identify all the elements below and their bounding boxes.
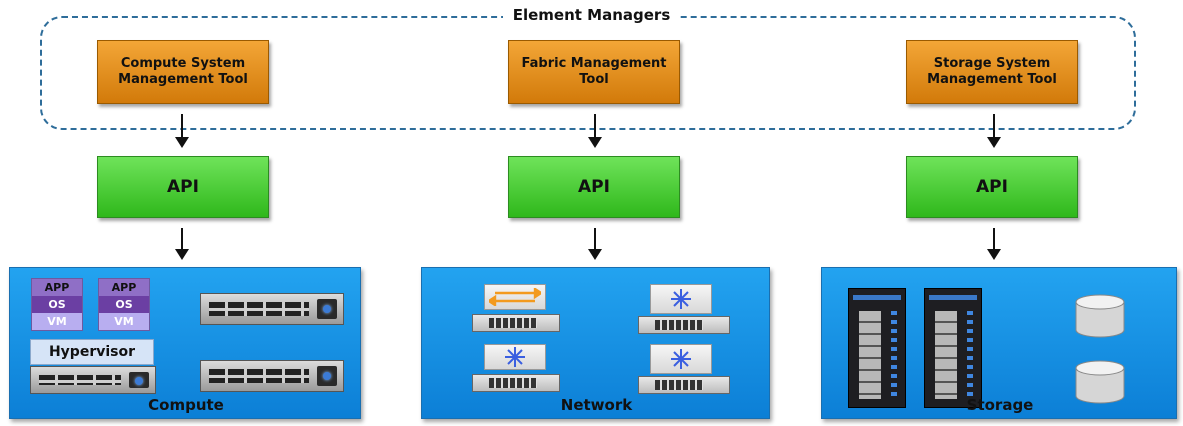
compute-management-tool: Compute System Management Tool — [97, 40, 269, 104]
network-panel: Network — [421, 267, 770, 419]
storage-array-icon — [924, 288, 982, 408]
network-switch-icon — [638, 376, 730, 394]
down-arrow-icon — [588, 228, 602, 260]
storage-management-tool: Storage System Management Tool — [906, 40, 1078, 104]
down-arrow-icon — [175, 114, 189, 148]
storage-array-icon — [848, 288, 906, 408]
network-switch-icon — [484, 284, 546, 310]
server-icon — [200, 360, 344, 392]
network-switch-icon — [472, 374, 560, 392]
compute-panel: APP OS VM APP OS VM Hypervisor Compute — [9, 267, 361, 419]
router-switch-icon — [484, 344, 546, 370]
down-arrow-icon — [175, 228, 189, 260]
vm-stack: APP OS VM — [31, 278, 83, 331]
server-icon — [200, 293, 344, 325]
server-icon — [30, 366, 156, 394]
router-switch-icon — [650, 284, 712, 314]
disk-icon — [1075, 294, 1125, 338]
disk-icon — [1075, 360, 1125, 404]
storage-label: Storage — [966, 396, 1034, 414]
element-managers-title: Element Managers — [502, 6, 681, 24]
network-switch-icon — [638, 316, 730, 334]
storage-api: API — [906, 156, 1078, 218]
down-arrow-icon — [588, 114, 602, 148]
down-arrow-icon — [987, 114, 1001, 148]
hypervisor-label: Hypervisor — [30, 339, 154, 365]
fabric-api: API — [508, 156, 680, 218]
fabric-management-tool: Fabric Management Tool — [508, 40, 680, 104]
down-arrow-icon — [987, 228, 1001, 260]
network-label: Network — [560, 396, 633, 414]
network-switch-icon — [472, 314, 560, 332]
storage-panel: Storage — [821, 267, 1177, 419]
compute-label: Compute — [148, 396, 224, 414]
router-switch-icon — [650, 344, 712, 374]
vm-stack: APP OS VM — [98, 278, 150, 331]
compute-api: API — [97, 156, 269, 218]
